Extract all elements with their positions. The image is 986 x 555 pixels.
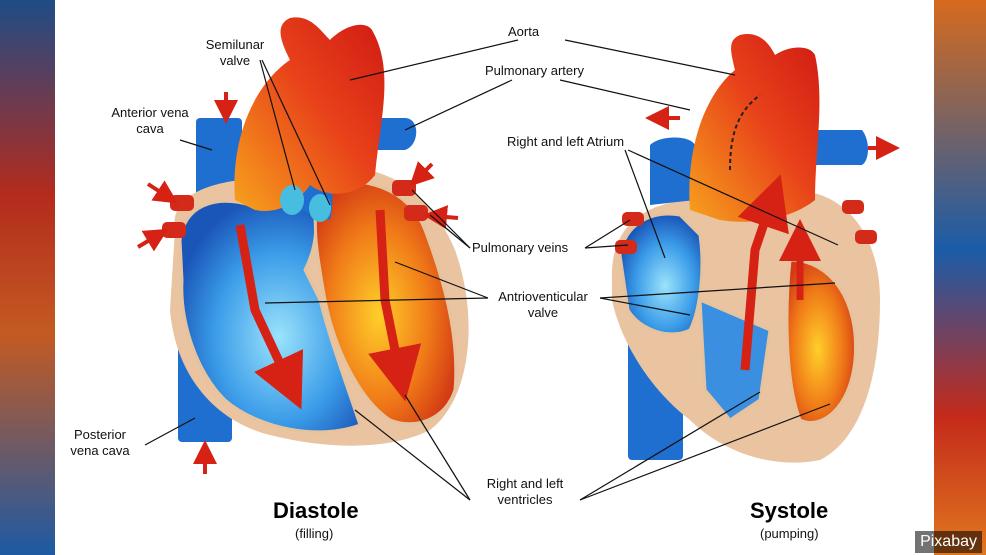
systole-heart [611, 34, 900, 463]
vena-cava-top-systole [650, 137, 695, 205]
pulmonary-vein-systole-3 [842, 200, 864, 214]
inflow-arrow-2 [136, 228, 169, 252]
background-strip-left [0, 0, 55, 555]
left-ventricle-systole [785, 258, 858, 424]
semilunar-valve-1 [280, 185, 304, 215]
inflow-arrow-4 [409, 161, 435, 187]
label-pulmonary-veins: Pulmonary veins [472, 240, 569, 255]
title-diastole: Diastole [273, 498, 359, 523]
pulmonary-vein-systole-4 [855, 230, 877, 244]
diastole-heart [136, 17, 469, 474]
image-credit: Pixabay [915, 531, 982, 553]
label-anterior-vena-cava: Anterior vena cava [111, 105, 189, 136]
right-atrium-systole [618, 212, 704, 336]
label-posterior-vena-cava: Posterior vena cava [70, 427, 130, 458]
background-strip-right [934, 0, 986, 555]
label-right-left-ventricles: Right and left ventricles [486, 476, 564, 507]
label-semilunar-valve: Semilunar valve [205, 37, 265, 68]
label-av-valve: Antrioventicular valve [498, 289, 588, 320]
subtitle-pumping: (pumping) [760, 526, 819, 541]
flow-arrow-right [235, 224, 304, 410]
pulmonary-vein-4 [404, 205, 428, 221]
inflow-arrow-1 [146, 180, 179, 204]
pulmonary-vein-1 [170, 195, 194, 211]
aorta [234, 17, 385, 211]
title-systole: Systole [750, 498, 829, 523]
semilunar-valve-2 [309, 194, 331, 222]
pulmonary-vein-systole-2 [615, 240, 637, 254]
label-aorta: Aorta [508, 24, 540, 39]
pulmonary-vein-systole-1 [622, 212, 644, 226]
subtitle-filling: (filling) [295, 526, 334, 541]
aorta-systole [689, 34, 820, 222]
leader-lines [144, 39, 839, 501]
pulmonary-vein-2 [162, 222, 186, 238]
label-pulmonary-artery: Pulmonary artery [485, 63, 584, 78]
pulmonary-vein-3 [392, 180, 416, 196]
flow-arrow-systole-1 [737, 174, 789, 371]
label-right-left-atrium: Right and left Atrium [507, 134, 625, 149]
